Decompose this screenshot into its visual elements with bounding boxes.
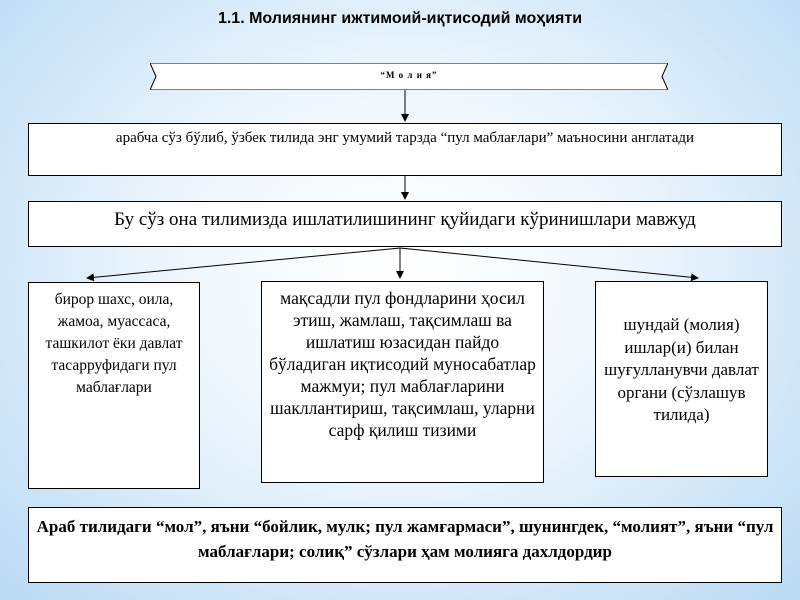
branch-box-left: бирор шахс, оила, жамоа, муассаса, ташки… — [28, 282, 200, 489]
conclusion-box: Араб тилидаги “мол”, яъни “бойлик, мулк;… — [28, 507, 782, 583]
branch-box-right: шундай (молия) ишлар(и) билан шуғулланув… — [595, 281, 768, 477]
page-title: 1.1. Молиянинг ижтимоий-иқтисодий моҳият… — [217, 10, 583, 27]
header-box-label: “М о л и я” — [380, 70, 438, 80]
header-box-moliya: “М о л и я” — [150, 63, 668, 90]
branch-box-center: мақсадли пул фондларини ҳосил этиш, жамл… — [261, 281, 544, 483]
header-box-shape — [150, 63, 668, 90]
usage-intro-box: Бу сўз она тилимизда ишлатилишининг қуйи… — [28, 201, 782, 247]
definition-box: арабча сўз бўлиб, ўзбек тилида энг умуми… — [28, 123, 782, 176]
arrow-usage-to-right — [399, 247, 699, 282]
arrow-usage-to-left — [86, 247, 401, 282]
